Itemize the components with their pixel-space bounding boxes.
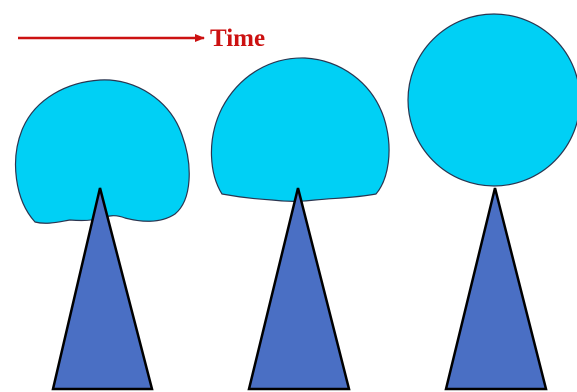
spike-stage-2 xyxy=(247,187,351,391)
droplet-stage-2 xyxy=(210,57,390,203)
time-indicator: Time xyxy=(18,25,265,52)
stage-2-middle xyxy=(210,57,390,391)
stage-3-late xyxy=(407,13,577,391)
spike-stage-3 xyxy=(444,187,548,391)
spike-stage-1 xyxy=(51,187,154,391)
time-label: Time xyxy=(210,25,265,52)
droplet-stage-3 xyxy=(407,13,577,187)
droplet-stage-1 xyxy=(14,79,190,224)
stage-1-early xyxy=(14,79,190,391)
